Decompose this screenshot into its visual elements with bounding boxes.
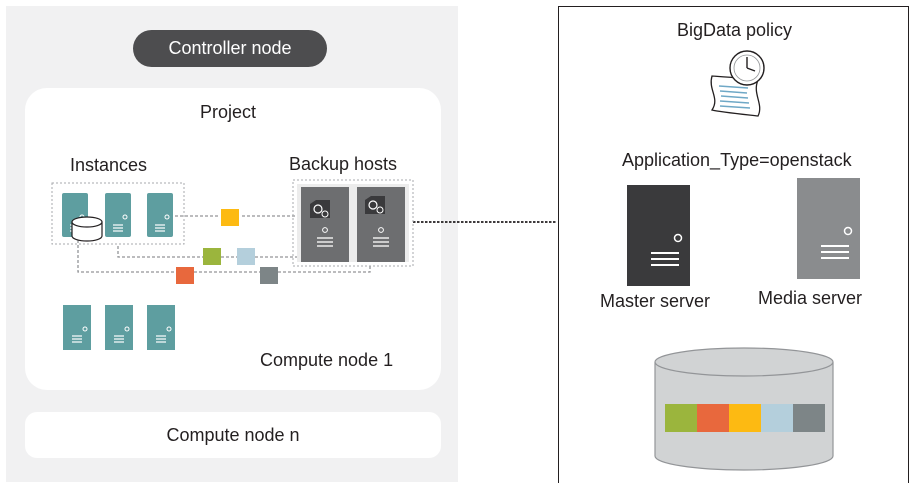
bigdata-policy-label: BigData policy (677, 20, 793, 40)
controller-node-badge: Controller node (133, 30, 327, 67)
instances-label: Instances (70, 155, 148, 175)
project-label: Project (200, 102, 257, 122)
application-type-label: Application_Type=openstack (622, 150, 852, 170)
backup-hosts-label: Backup hosts (289, 154, 398, 174)
project-box (25, 88, 441, 390)
compute-node-n-box: Compute node n (25, 412, 441, 458)
storage-label: Storage (711, 353, 775, 373)
media-server-label: Media server (758, 288, 863, 308)
compute-node-1-label: Compute node 1 (260, 350, 394, 370)
master-server-label: Master server (600, 291, 711, 311)
netbackup-environment-panel (558, 6, 909, 483)
